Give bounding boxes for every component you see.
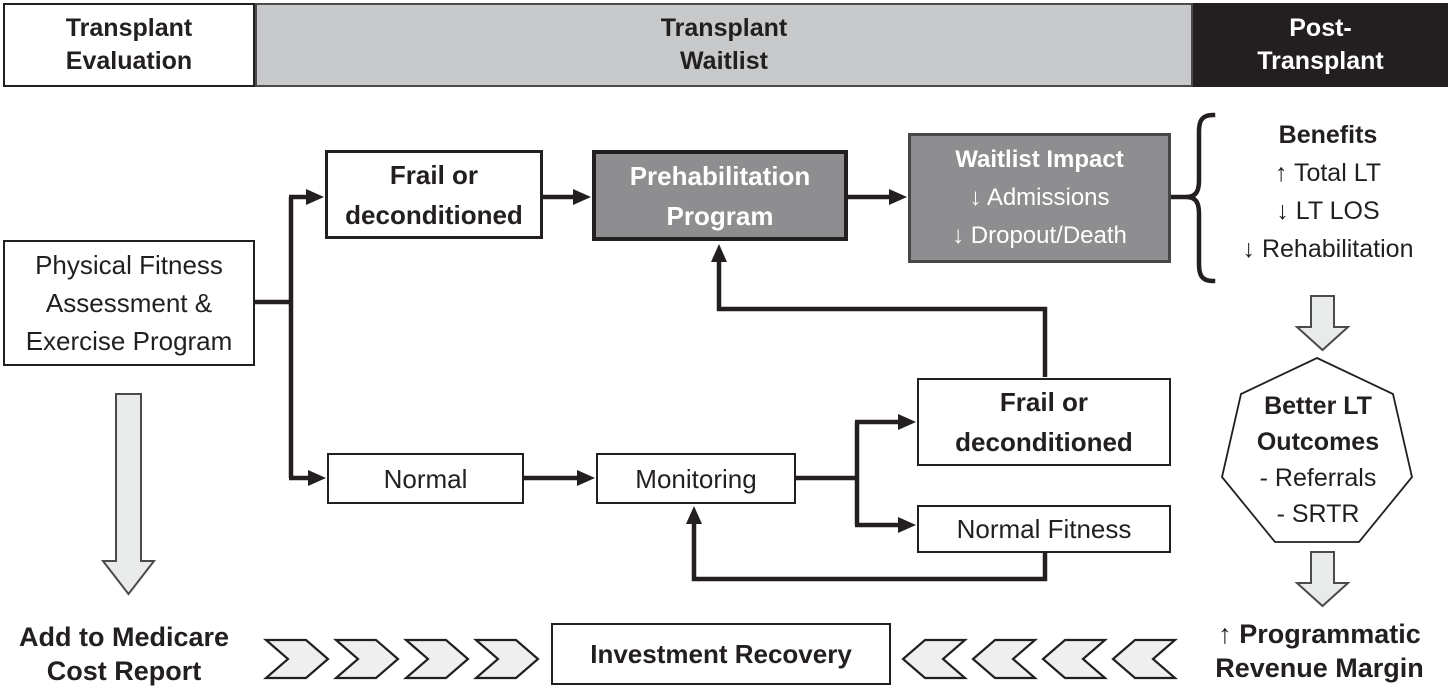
better-outcomes-heptagon — [1221, 357, 1413, 543]
node-physical-fitness-assessment: Physical Fitness Assessment & Exercise P… — [3, 240, 255, 366]
node-label-line: Frail or — [999, 387, 1089, 417]
flow-lines — [255, 194, 1186, 582]
node-label-line: Waitlist Impact — [955, 146, 1124, 173]
arrowhead-feedback-prehab — [711, 244, 727, 262]
phase-label-line: Transplant — [1257, 47, 1384, 75]
node-label-line: Frail or — [389, 159, 479, 190]
block-arrow-down-revenue — [1294, 551, 1351, 608]
arrowheads — [306, 189, 916, 533]
benefit-rehabilitation: ↓ Rehabilitation — [1242, 235, 1414, 263]
node-label-line: Monitoring — [635, 463, 757, 494]
chevron-left-icon — [1111, 638, 1178, 680]
chevron-left-icon — [901, 638, 968, 680]
node-label-line: deconditioned — [345, 199, 523, 230]
benefit-lt-los: ↓ LT LOS — [1276, 197, 1380, 225]
arrowhead-normal-fitness — [898, 517, 916, 533]
node-label-line: Prehabilitation — [629, 160, 811, 191]
node-prehabilitation-program: Prehabilitation Program — [592, 150, 848, 241]
benefits-brace — [1185, 112, 1216, 284]
node-normal-fitness: Normal Fitness — [917, 505, 1171, 553]
node-frail-or-deconditioned-top: Frail or deconditioned — [325, 150, 543, 239]
programmatic-label-line: ↑ Programmatic — [1218, 619, 1421, 649]
chevron-arrows — [263, 638, 1178, 680]
node-label-line: Program — [666, 200, 774, 231]
arrowhead-monitoring — [577, 470, 595, 486]
arrowhead-prehab — [573, 189, 591, 205]
medicare-label-line: Cost Report — [46, 656, 202, 686]
node-label-line: Physical Fitness — [35, 250, 223, 280]
line-monitoring-split — [796, 419, 899, 528]
node-label-line: Investment Recovery — [590, 639, 852, 669]
chevron-right-icon — [263, 638, 330, 680]
outcomes-title-line: Outcomes — [1256, 428, 1380, 456]
node-investment-recovery: Investment Recovery — [551, 623, 891, 685]
phase-transplant-evaluation: Transplant Evaluation — [3, 3, 255, 87]
benefits-title: Benefits — [1278, 121, 1378, 149]
arrowhead-frail-top — [306, 189, 324, 205]
block-arrow-down-outcomes — [1294, 295, 1351, 352]
node-waitlist-impact: Waitlist Impact ↓ Admissions ↓ Dropout/D… — [908, 133, 1171, 263]
chevron-right-icon — [473, 638, 540, 680]
block-arrows — [100, 295, 1351, 608]
line-feedback-to-monitoring — [691, 524, 1048, 582]
node-normal: Normal — [327, 453, 524, 504]
phase-label-line: Post- — [1289, 14, 1352, 42]
add-to-medicare-label: Add to Medicare Cost Report — [0, 620, 248, 688]
phase-label-line: Transplant — [660, 14, 788, 42]
block-arrow-down-medicare — [100, 393, 157, 596]
line-feedback-to-prehab — [716, 262, 1048, 377]
phase-transplant-waitlist: Transplant Waitlist — [255, 3, 1193, 87]
chevron-right-icon — [333, 638, 400, 680]
node-label-line: Assessment & — [45, 288, 213, 318]
chevron-right-icon — [403, 638, 470, 680]
programmatic-revenue-label: ↑ Programmatic Revenue Margin — [1188, 617, 1451, 685]
arrowhead-impact — [889, 189, 907, 205]
phase-label-line: Evaluation — [65, 47, 193, 75]
chevron-left-icon — [1041, 638, 1108, 680]
node-label-line: Normal Fitness — [956, 514, 1132, 544]
outcomes-srtr: - SRTR — [1276, 500, 1360, 528]
chevron-left-icon — [971, 638, 1038, 680]
arrowhead-feedback-monitoring — [686, 506, 702, 524]
node-label-line: deconditioned — [955, 427, 1133, 457]
arrowhead-frail-bottom — [898, 414, 916, 430]
node-monitoring: Monitoring — [596, 453, 796, 504]
outcomes-referrals: - Referrals — [1259, 464, 1377, 492]
outcomes-title-line: Better LT — [1264, 392, 1372, 420]
better-lt-outcomes-label: Better LT Outcomes - Referrals - SRTR — [1227, 388, 1409, 532]
programmatic-label-line: Revenue Margin — [1215, 653, 1424, 683]
phase-post-transplant: Post- Transplant — [1193, 3, 1448, 87]
down-arrow-admissions: ↓ Admissions — [969, 184, 1110, 211]
medicare-label-line: Add to Medicare — [18, 622, 230, 652]
node-label-line: Exercise Program — [25, 326, 233, 356]
phase-label-line: Transplant — [65, 14, 193, 42]
down-arrow-dropout-death: ↓ Dropout/Death — [952, 222, 1127, 249]
benefits-list: Benefits ↑ Total LT ↓ LT LOS ↓ Rehabilit… — [1205, 116, 1451, 268]
node-frail-or-deconditioned-bottom: Frail or deconditioned — [917, 378, 1171, 466]
node-label-line: Normal — [383, 463, 468, 494]
arrowhead-normal — [308, 470, 326, 486]
phase-label-line: Waitlist — [680, 47, 768, 75]
benefit-total-lt: ↑ Total LT — [1274, 159, 1382, 187]
